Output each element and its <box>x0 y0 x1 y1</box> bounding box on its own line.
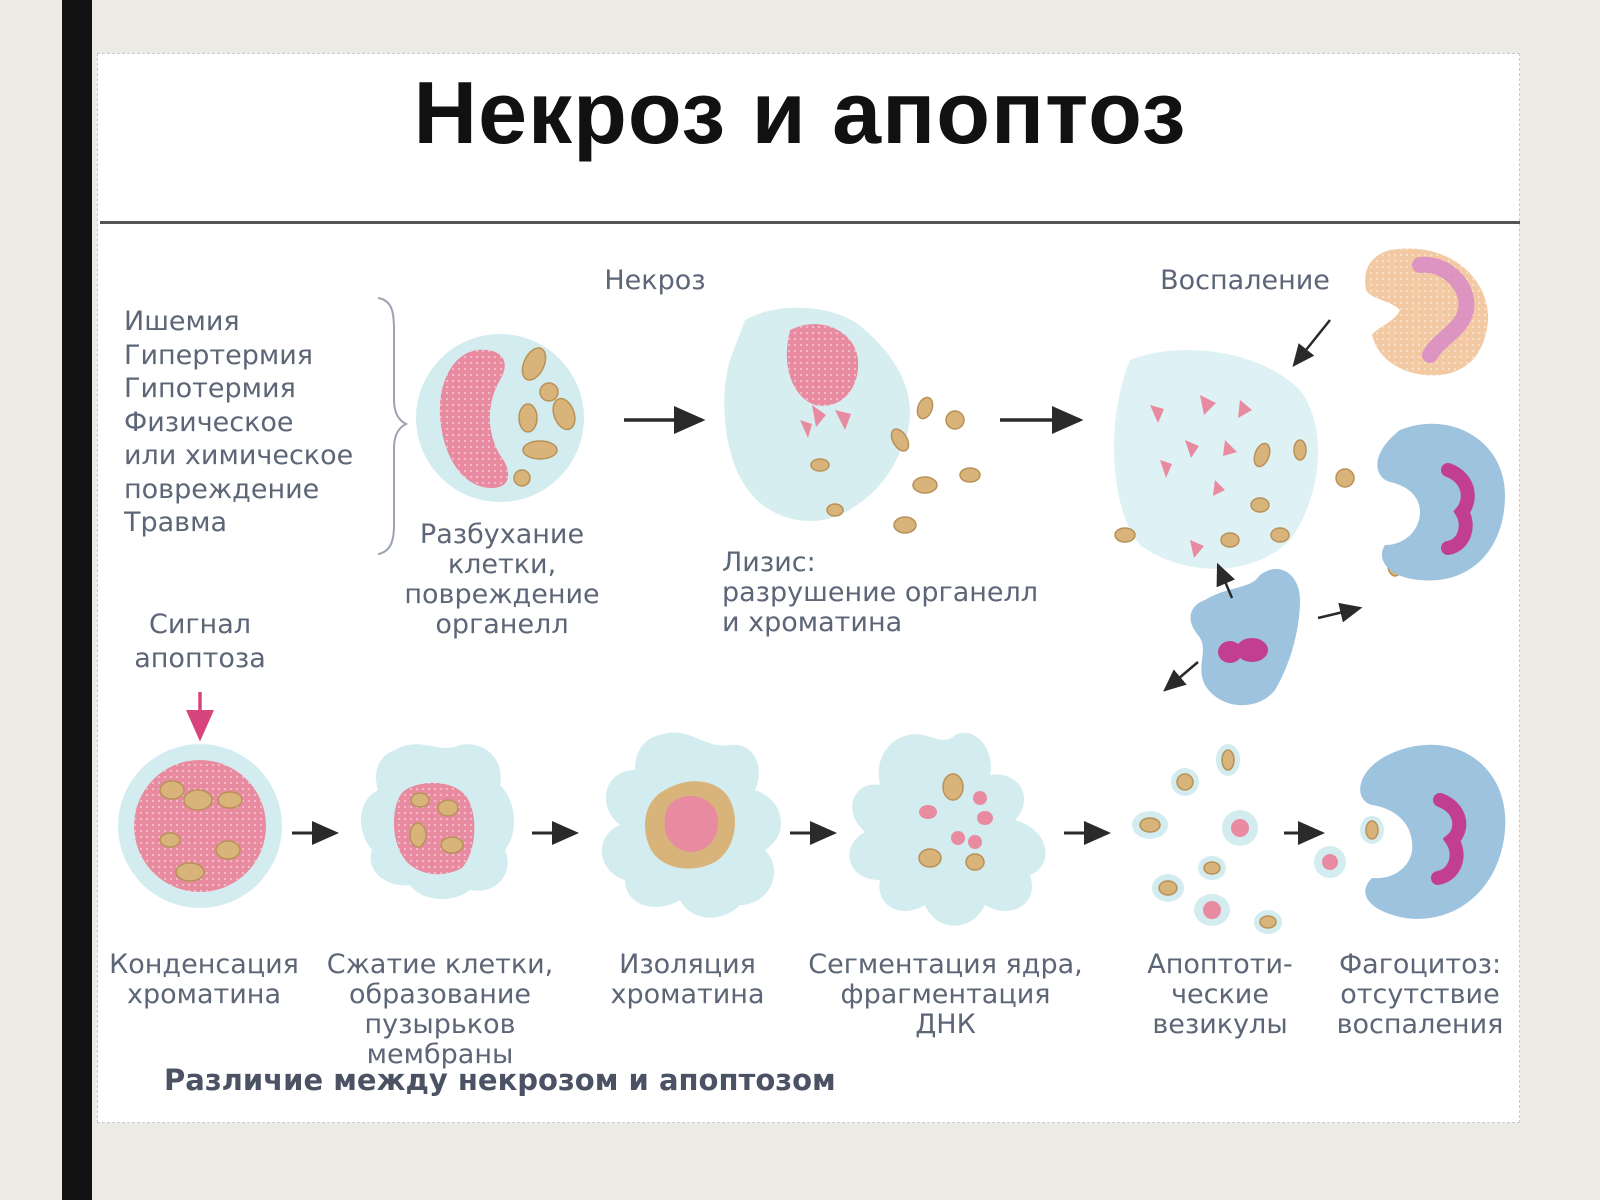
cause-item: Физическое <box>124 406 294 438</box>
chromatin-condensation-cell <box>118 744 282 908</box>
stage-caption-line: фрагментация ДНК <box>840 979 1051 1040</box>
cause-item: Ишемия <box>124 306 240 337</box>
swelling-caption-line: Разбухание <box>419 519 585 550</box>
cell-shrinking <box>360 744 515 900</box>
apoptosis-signal-line: Сигнал <box>148 609 252 640</box>
lysis-caption-line: разрушение органелл <box>722 577 1039 608</box>
slide-title: Некроз и апоптоз <box>413 63 1187 162</box>
apoptosis-signal-line: апоптоза <box>134 643 266 674</box>
necrosis-heading: Некроз <box>604 265 706 296</box>
stage-caption-line: Сжатие клетки, <box>326 949 554 980</box>
inflammation-debris <box>1113 350 1403 577</box>
swelling-caption-line: клетки, <box>447 549 557 580</box>
stage-caption-line: везикулы <box>1152 1009 1288 1040</box>
stage-caption-line: мембраны <box>366 1039 514 1070</box>
cause-item: повреждение <box>124 473 320 505</box>
lysis-caption-line: и хроматина <box>722 607 903 638</box>
title-divider <box>100 221 1520 224</box>
cause-item: Гипертермия <box>124 339 314 371</box>
macrophage-phagocytosis <box>1314 744 1506 919</box>
lysis-caption-line: Лизис: <box>722 547 816 578</box>
left-accent-bar <box>62 0 92 1200</box>
swollen-cell <box>416 334 584 502</box>
swelling-caption: Разбухание клетки, повреждение органелл <box>402 520 602 640</box>
stage-caption-line: хроматина <box>610 979 765 1010</box>
causes-list: Ишемия Гипертермия Гипотермия Физическое… <box>124 305 353 540</box>
stage-caption-phagocytosis: Фагоцитоз: отсутствие воспаления <box>1330 950 1510 1040</box>
stage-caption-line: образование <box>349 979 531 1010</box>
inflammation-heading: Воспаление <box>1160 265 1330 296</box>
stage-caption-line: Изоляция <box>619 949 756 980</box>
stage-caption-line: Сегментация ядра, <box>808 949 1083 980</box>
monocyte-arrow-right <box>1317 602 1363 623</box>
cause-item: или химическое <box>124 440 354 471</box>
stage-caption-line: хроматина <box>126 979 282 1010</box>
causes-brace <box>377 297 409 555</box>
stage-caption-line: Апоптоти- <box>1147 949 1293 980</box>
granulocyte <box>1365 248 1489 376</box>
stage-caption-line: воспаления <box>1336 1009 1504 1040</box>
cause-item: Травма <box>124 507 228 538</box>
lysing-cell <box>724 307 981 534</box>
stage-caption-line: Фагоцитоз: <box>1338 949 1502 980</box>
swelling-caption-line: повреждение <box>404 579 600 610</box>
swelling-caption-line: органелл <box>435 609 569 640</box>
cause-item: Гипотермия <box>124 373 296 404</box>
stage-caption-shrinkage: Сжатие клетки, образование пузырьков мем… <box>325 950 555 1070</box>
stage-caption-line: пузырьков <box>364 1009 516 1040</box>
nuclear-segmentation-cell <box>849 733 1046 926</box>
lysis-caption: Лизис: разрушение органелл и хроматина <box>722 548 1038 638</box>
chromatin-isolation-cell <box>601 732 782 918</box>
stage-caption-line: Конденсация <box>109 949 299 980</box>
stage-caption-line: отсутствие <box>1340 979 1500 1010</box>
monocyte <box>1190 569 1300 706</box>
stage-caption-isolation: Изоляция хроматина <box>600 950 775 1010</box>
stage-caption-line: ческие <box>1171 979 1269 1010</box>
apoptosis-signal-label: Сигнал апоптоза <box>120 608 280 676</box>
apoptotic-bodies <box>1132 744 1282 934</box>
stage-caption-condensation: Конденсация хроматина <box>104 950 304 1010</box>
monocyte-arrow-down <box>1163 661 1199 692</box>
figure-caption: Различие между некрозом и апоптозом <box>164 1063 836 1097</box>
macrophage-upper <box>1377 423 1505 581</box>
inflammation-arrow <box>1292 319 1331 367</box>
stage-caption-segmentation: Сегментация ядра, фрагментация ДНК <box>808 950 1083 1040</box>
monocyte-arrow-up <box>1216 562 1236 599</box>
stage-caption-vesicles: Апоптоти- ческие везикулы <box>1140 950 1300 1040</box>
